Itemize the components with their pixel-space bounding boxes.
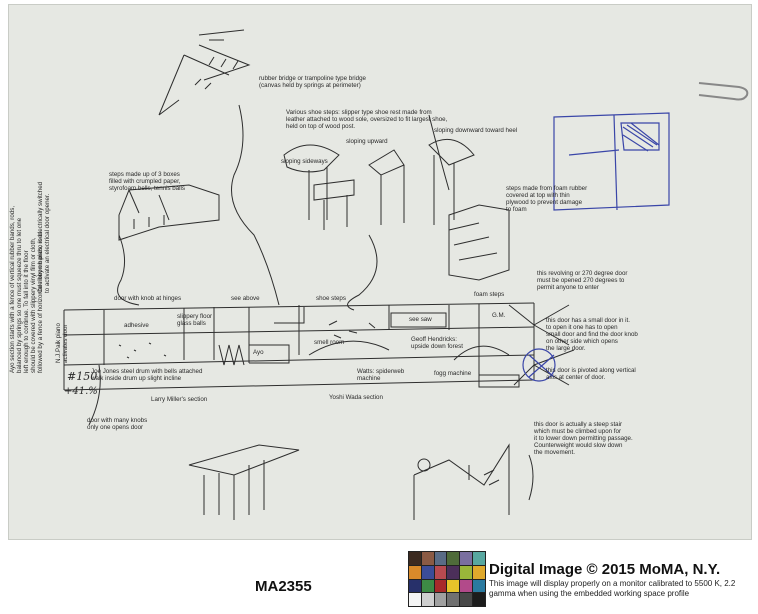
drawing-sheet: rubber bridge or trampoline type bridge … [8,4,752,540]
handwritten-price: #150 [67,370,98,383]
color-swatch [460,593,473,606]
label-see-saw: see saw [409,316,432,323]
color-swatch [447,565,460,579]
color-swatch [473,565,485,579]
label-small-door: this door has a small door in it. to ope… [546,317,638,352]
color-swatch [447,593,460,606]
color-swatch [460,552,473,565]
revolving-door [508,304,575,386]
color-swatch [434,552,447,565]
label-adhesive: adhesive [124,322,149,329]
label-steep-stair: this door is actually a steep stair whic… [534,421,633,456]
label-door-knob-hinges: door with knob at hinges [114,295,182,302]
label-slippery-floor: slippery floor glass balls [177,313,213,327]
color-swatch [447,579,460,593]
label-larry: Larry Miller's section [151,396,208,403]
bridge-sketch [158,44,251,116]
label-boxes: steps made up of 3 boxes filled with cru… [109,171,186,192]
color-swatch [447,552,460,565]
paper-clip [698,82,749,101]
color-swatch [473,552,485,565]
label-shoe-steps: shoe steps [316,295,346,302]
label-joe-jones: Joe Jones steel drum with bells attached… [91,368,203,382]
color-swatch [421,565,434,579]
label-nj-paik: N.J.Paik piano activates door [55,323,69,363]
label-sloping-downward: sloping downward toward heel [434,127,518,134]
label-many-knobs: door with many knobs only one opens door [87,417,148,431]
color-swatch [473,579,485,593]
color-swatch [409,593,421,606]
steep-stair [413,443,510,520]
color-swatch [409,579,421,593]
label-see-above: see above [231,295,260,302]
accession-number: MA2355 [255,578,312,595]
label-sloping-upward: sloping upward [346,138,388,145]
label-ayo-section: Ayo section starts with a fence of verti… [9,205,44,373]
color-swatch [421,593,434,606]
color-swatch [434,565,447,579]
foam-stairs [448,204,510,281]
handwritten-price-2: +41.% [64,386,98,397]
box-steps [118,184,220,241]
shoe-step-sideways [283,144,340,220]
drawing-lines [63,29,749,520]
label-pivoted-door: this door is pivoted along vertical axis… [546,367,636,381]
label-shoe-steps-desc: Various shoe steps: slipper type shoe re… [286,109,448,130]
label-ayo: Ayo [253,349,264,356]
label-watts: Watts: spiderweb machine [357,368,405,382]
label-foam-steps-desc: steps made from foam rubber covered at t… [506,185,588,213]
label-geoff: Geoff Hendricks: upside down forest [411,336,463,350]
label-rubber-bridge: rubber bridge or trampoline type bridge … [259,75,366,89]
color-swatch [421,579,434,593]
color-calibration-chart [408,551,486,607]
color-swatch [460,565,473,579]
label-smell-room: smell room [314,339,345,346]
shoe-step-downward [428,138,475,225]
color-swatch [460,579,473,593]
color-swatch [434,593,447,606]
label-foam-steps: foam steps [474,291,505,298]
color-swatch [473,593,485,606]
blue-ink-sketch [522,112,670,382]
label-sloping-sideways: sloping sideways [281,158,328,165]
label-fogg: fogg machine [434,370,472,377]
color-swatch [434,579,447,593]
knobs-door [188,444,300,476]
display-note: This image will display properly on a mo… [489,579,736,598]
label-yoshi: Yoshi Wada section [329,394,383,401]
image-footer [0,540,758,614]
label-revolving-door: this revolving or 270 degree door must b… [537,270,628,291]
color-swatch [409,565,421,579]
shoe-step-upward [368,149,405,225]
color-swatch [409,552,421,565]
copyright-text: Digital Image © 2015 MoMA, N.Y. [489,561,721,578]
label-gm: G.M. [492,312,506,319]
color-swatch [421,552,434,565]
